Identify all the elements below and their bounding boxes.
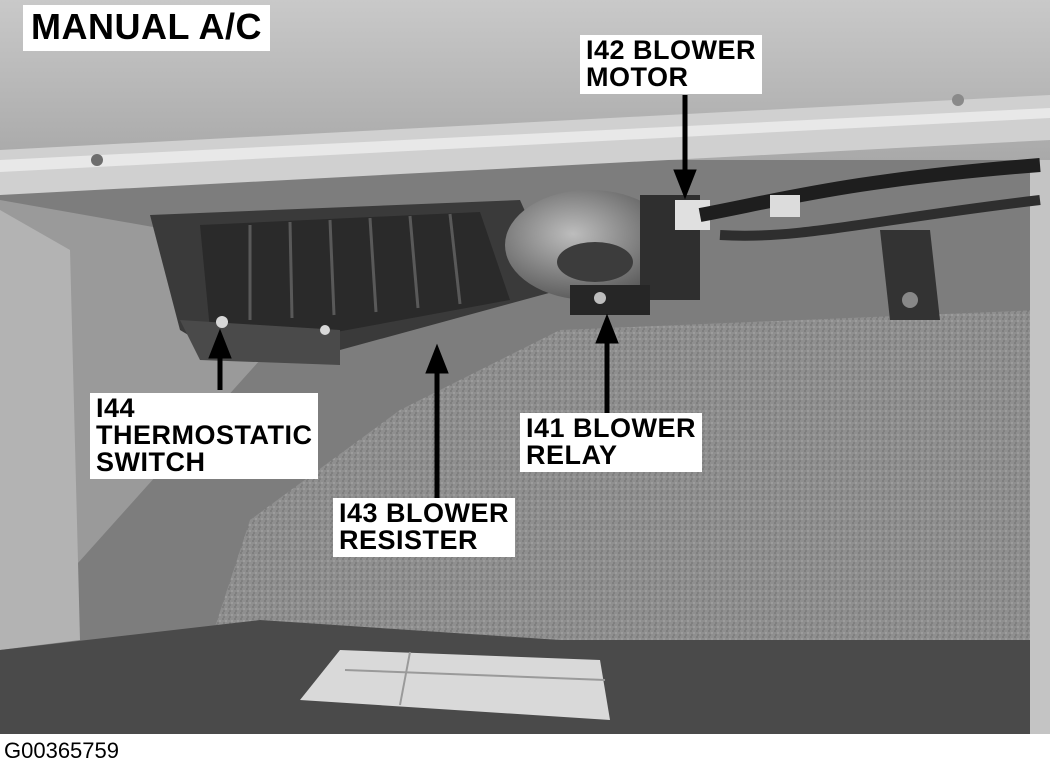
underdash-photo [0,0,1050,734]
callout-i44-line2: THERMOSTATIC [96,420,313,450]
callout-i41-line2: RELAY [526,440,618,470]
callout-i43-line1: I43 BLOWER [339,498,510,528]
callout-label-i43: I43 BLOWER RESISTER [333,498,516,557]
right-panel [1030,160,1050,734]
floor-tag [300,650,610,720]
callout-i43-line2: RESISTER [339,525,479,555]
arrowhead-i42 [673,169,697,200]
arrowhead-i43 [425,343,449,374]
arrowhead-i44 [208,328,232,359]
callout-arrows [208,95,697,498]
carpet-floor [180,310,1050,734]
callout-label-i41: I41 BLOWER RELAY [520,413,703,472]
figure-title-text: MANUAL A/C [31,6,262,47]
callout-i44-line1: I44 [96,393,136,423]
callout-i42-line1: I42 BLOWER [586,35,757,65]
callout-i42-line2: MOTOR [586,62,689,92]
wiring-harness [698,158,1041,222]
callout-label-i44: I44 THERMOSTATIC SWITCH [90,393,319,479]
left-wall [0,210,80,650]
callout-i44-line3: SWITCH [96,447,206,477]
figure-id: G00365759 [4,738,119,763]
photo-illustration [0,0,1050,734]
callout-i41-line1: I41 BLOWER [526,413,697,443]
figure-title: MANUAL A/C [23,5,270,51]
callout-label-i42: I42 BLOWER MOTOR [580,35,763,94]
arrowhead-i41 [595,313,619,344]
